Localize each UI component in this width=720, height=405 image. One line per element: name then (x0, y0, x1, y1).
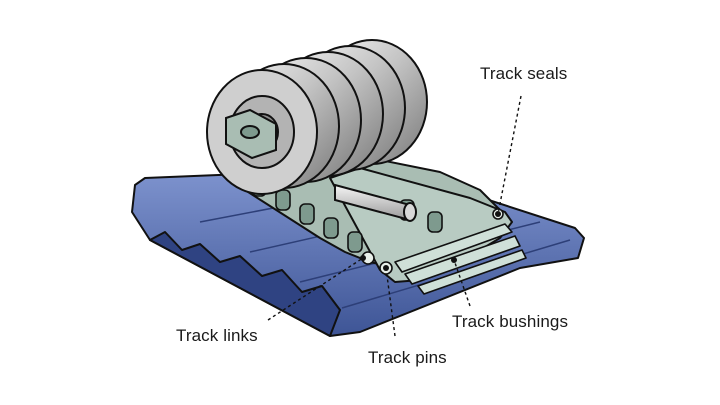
leader-track-links (267, 257, 364, 321)
label-track-pins: Track pins (368, 348, 447, 367)
label-track-links: Track links (176, 326, 258, 345)
leader-track-bushings (453, 259, 471, 307)
label-track-seals: Track seals (480, 64, 568, 83)
leader-lines (267, 95, 522, 337)
track-bushings-bars (394, 223, 527, 295)
track-roller (206, 39, 428, 195)
label-track-bushings: Track bushings (452, 312, 569, 331)
leader-track-seals (497, 95, 522, 215)
roller-shaft (334, 183, 417, 222)
leader-dots (360, 211, 501, 271)
track-shoe-grousers (149, 231, 341, 337)
